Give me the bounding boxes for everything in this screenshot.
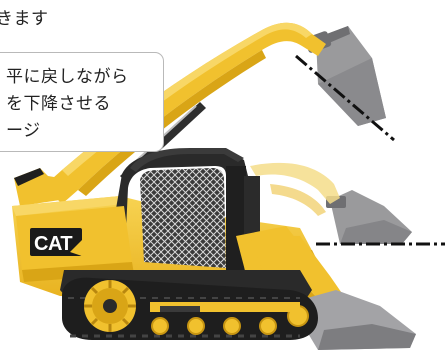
top-caption: きます — [0, 9, 49, 29]
middle-bucket — [326, 190, 412, 244]
machine-body — [12, 148, 416, 350]
callout-line-1: 平に戻しながら — [6, 67, 129, 87]
cat-logo-text: CAT — [34, 233, 72, 255]
callout-line-2: を下降させる — [6, 94, 111, 114]
callout-line-3: ージ — [6, 121, 41, 141]
guide-line-upper — [295, 54, 395, 142]
ghost-lift-arm — [250, 162, 340, 216]
callout-box: 平に戻しながら を下降させる ージ — [0, 52, 164, 152]
cat-logo: CAT — [30, 228, 82, 256]
